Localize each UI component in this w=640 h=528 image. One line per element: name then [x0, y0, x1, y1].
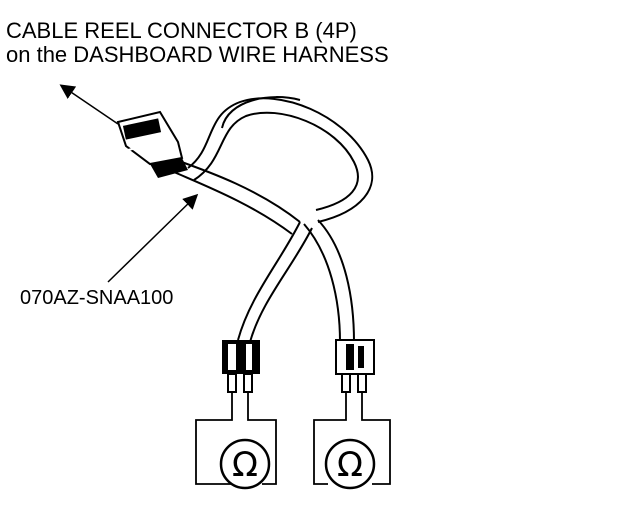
tool-leader-arrow [107, 193, 199, 283]
connector-label-line-2: on the DASHBOARD WIRE HARNESS [6, 42, 389, 67]
probe-connector-left [222, 340, 260, 393]
connector-leader-arrow [59, 84, 119, 125]
connector-label-line-1: CABLE REEL CONNECTOR B (4P) [6, 18, 357, 43]
ohm-symbol-right: Ω [337, 445, 363, 485]
tool-part-number-label: 070AZ-SNAA100 [20, 287, 174, 309]
probe-connector-right [335, 339, 375, 393]
meter-wiring-right [313, 392, 391, 485]
cable-reel-connector-b [116, 110, 188, 178]
cable-trunk [173, 159, 301, 235]
cable-lead-right [303, 219, 355, 343]
meter-wiring-left [195, 392, 277, 485]
ohmmeter-left: Ω [219, 438, 271, 490]
cable-loop [187, 96, 374, 223]
ohm-symbol-left: Ω [232, 445, 258, 485]
ohmmeter-right: Ω [324, 438, 376, 490]
cable-lead-left [237, 221, 313, 343]
